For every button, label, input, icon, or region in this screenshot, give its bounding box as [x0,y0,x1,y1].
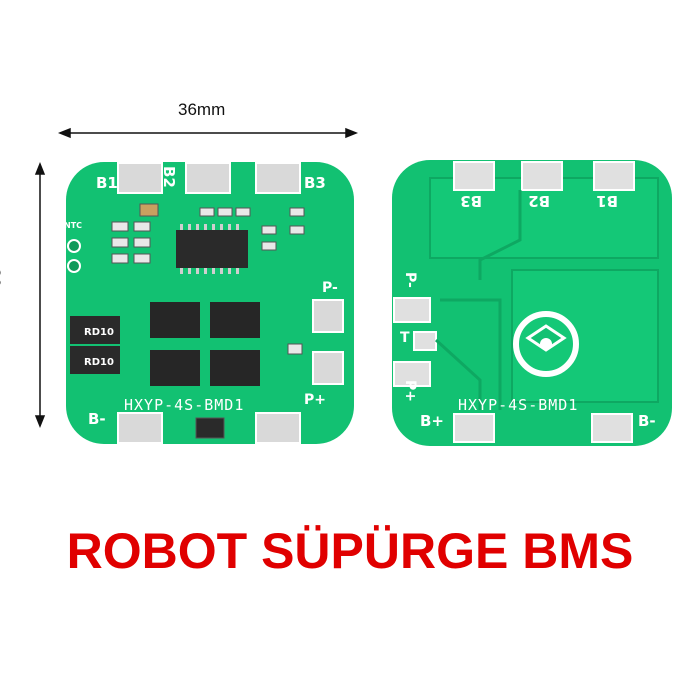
pad-p-minus [312,299,344,333]
back-label-b2: B2 [528,192,550,210]
width-dimension-arrow [57,127,359,139]
front-label-b1: B1 [96,174,118,192]
pad-b1 [117,162,163,194]
front-label-b2: B2 [160,166,178,188]
back-label-b-minus: B- [638,412,656,430]
shunt-resistor-1 [70,316,120,344]
front-label-p-minus: P- [322,280,338,296]
front-resistor-label-1: RD10 [84,327,114,338]
manufacturer-logo [513,311,579,377]
height-dimension-arrow [34,161,46,429]
front-label-ntc: NTC [64,221,82,230]
back-label-p-minus: P- [402,272,418,288]
mosfet-2 [210,302,260,338]
capacitor [139,203,159,217]
ntc-hole-1 [67,239,81,253]
back-pcb [392,160,672,446]
front-label-b3: B3 [304,174,326,192]
pad-b-minus [117,412,163,444]
front-resistor-label-2: RD10 [84,357,114,368]
front-label-b-minus: B- [88,410,106,428]
mosfet-3 [150,350,200,386]
shunt-resistor-2 [70,346,120,374]
width-dimension-label: 36mm [178,100,226,119]
pad-b-plus [255,412,301,444]
back-label-t: T [400,330,410,346]
mosfet-1 [150,302,200,338]
bms-ic [176,230,248,268]
ntc-hole-2 [67,259,81,273]
pad-b3 [255,162,301,194]
front-pcb [66,162,354,444]
front-label-p-plus: P+ [304,392,326,408]
back-label-b1: B1 [596,192,618,210]
back-model-text: HXYP-4S-BMD1 [458,396,578,414]
back-label-b3: B3 [460,192,482,210]
pad-p-plus [312,351,344,385]
mosfet-4 [210,350,260,386]
front-model-text: HXYP-4S-BMD1 [124,396,244,414]
back-label-p-plus: P+ [402,380,418,402]
pad-b2 [185,162,231,194]
product-caption: ROBOT SÜPÜRGE BMS [66,523,634,579]
back-label-b-plus: B+ [420,412,444,430]
